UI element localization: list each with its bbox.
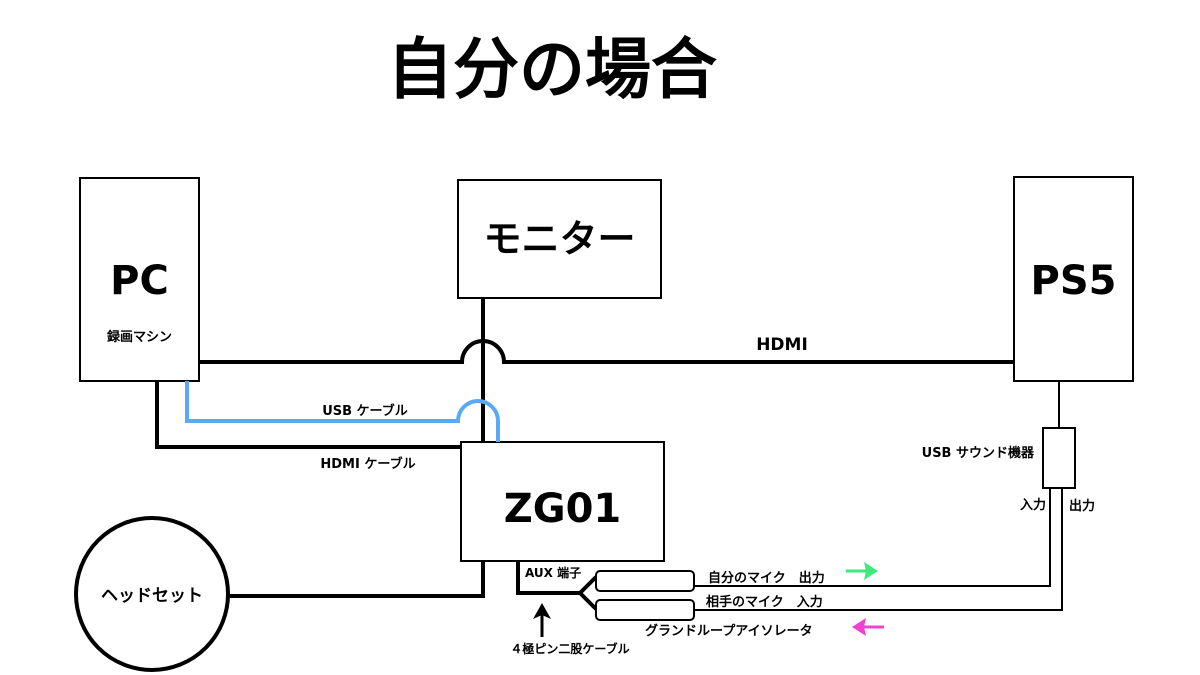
my-mic-line <box>694 488 1051 587</box>
usb-sound-input-label: 入力 <box>1020 497 1046 513</box>
partner-mic-label: 相手のマイク 入力 <box>706 594 823 610</box>
pc-label: PC <box>110 258 169 304</box>
hdmi-pc-line <box>155 381 461 449</box>
output-arrow-icon <box>846 562 878 580</box>
usb-cable-label: USB ケーブル <box>322 403 408 419</box>
aux-label: AUX 端子 <box>525 565 581 580</box>
monitor-label: モニター <box>483 217 635 261</box>
usb-sound-box <box>1042 427 1076 489</box>
ps5-label: PS5 <box>1031 258 1117 304</box>
my-mic-label: 自分のマイク 出力 <box>708 570 825 586</box>
pc-sublabel: 録画マシン <box>107 329 172 345</box>
monitor-box <box>457 179 662 299</box>
hdmi-ps5-line <box>199 339 1014 364</box>
hdmi-ps5-label: HDMI <box>756 335 808 355</box>
my-mic-plug <box>595 570 695 592</box>
usb-cable-line <box>185 381 500 442</box>
usb-sound-output-label: 出力 <box>1069 498 1095 514</box>
splitter-label: ４極ピン二股ケーブル <box>510 641 629 656</box>
partner-mic-plug <box>595 599 695 621</box>
splitter-branches <box>578 575 598 611</box>
zg01-box <box>460 441 665 562</box>
headset-circle <box>74 516 230 672</box>
aux-line <box>516 561 580 595</box>
hdmi-pc-label: HDMI ケーブル <box>320 456 415 472</box>
zg01-label: ZG01 <box>504 486 622 532</box>
pc-box <box>79 177 200 382</box>
usb-sound-label: USB サウンド機器 <box>922 445 1035 461</box>
diagram-title: 自分の場合 <box>387 31 717 108</box>
ground-loop-label: グランドループアイソレータ <box>645 623 813 639</box>
input-arrow-icon <box>852 618 884 636</box>
headset-line <box>229 561 485 598</box>
partner-mic-line <box>694 488 1063 611</box>
headset-label: ヘッドセット <box>101 586 203 606</box>
splitter-pointer-arrow-icon <box>533 603 551 637</box>
ps5-box <box>1013 176 1134 382</box>
